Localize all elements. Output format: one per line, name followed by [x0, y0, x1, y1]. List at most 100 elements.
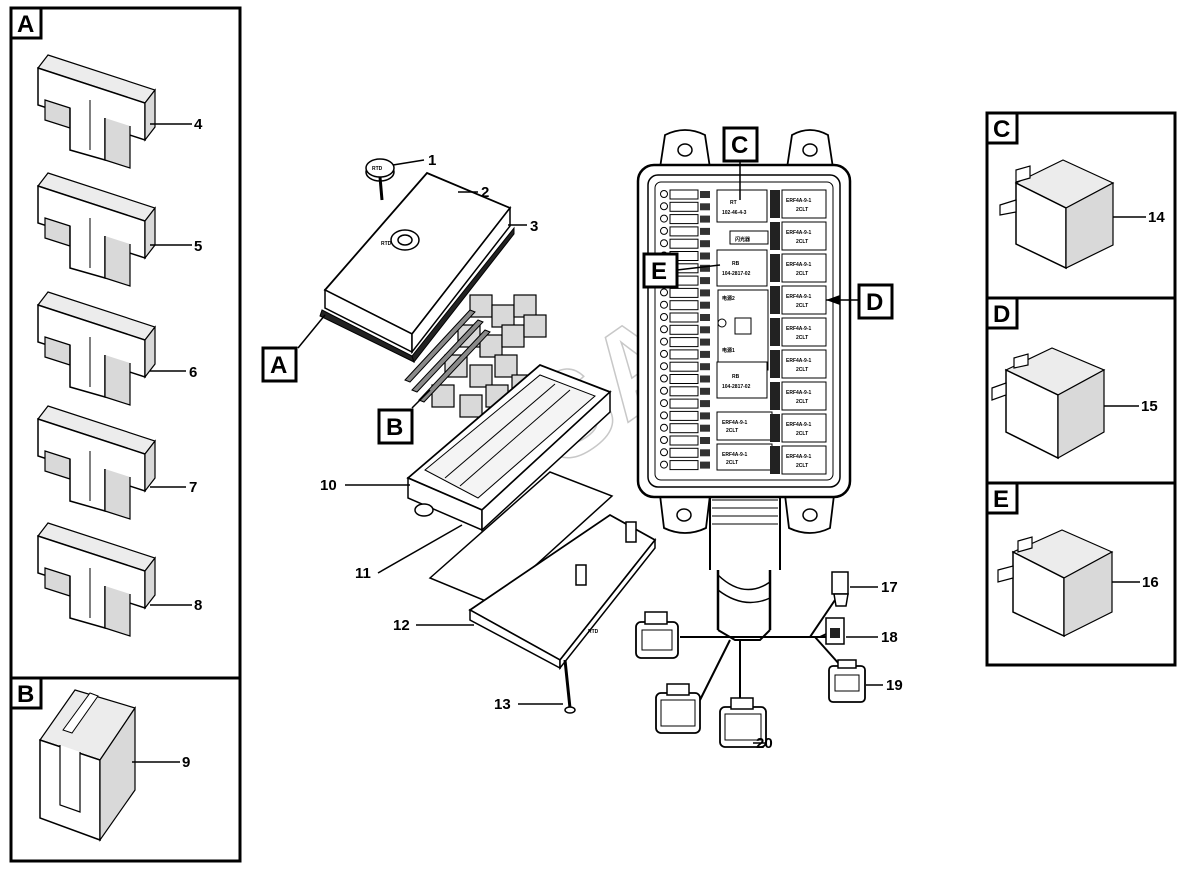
fuse-slot-tag: [700, 461, 710, 469]
fuse-slot-tag: [700, 400, 710, 408]
relay-slot-tag: [770, 382, 780, 410]
fuse-slot-terminal: [660, 337, 668, 346]
fuse-slot: [669, 386, 699, 397]
svg-text:104-2817-02: 104-2817-02: [722, 271, 751, 277]
fuse-slot-tag: [700, 449, 710, 457]
relay-slot-sublabel: 2CLT: [796, 207, 808, 213]
panel-b-tag: [9, 676, 43, 710]
cover-stamp: RTD: [381, 241, 392, 247]
fuse-slot: [669, 410, 699, 421]
fuse-slot: [669, 300, 699, 311]
fuse-slot-tag: [700, 338, 710, 346]
callout-4: 4: [194, 116, 203, 133]
fuse-slot-terminal: [660, 313, 668, 321]
svg-text:RB: RB: [732, 261, 740, 267]
panel-b-tag-label: B: [17, 681, 34, 708]
exploded-fuse-box: RTD 1 RTD 2 3 A: [261, 152, 657, 714]
relay-15: [991, 347, 1106, 460]
relay-slot-label: ERF4A-9-1: [786, 262, 812, 268]
fuse-slot: [669, 435, 699, 446]
box-e-pointer: [642, 252, 679, 289]
fuse-slot-terminal: [660, 226, 668, 235]
box-b-pointer: [377, 408, 414, 445]
callout-11: 11: [355, 565, 371, 582]
panel-b-jumper: B 9: [9, 676, 242, 863]
svg-text:RB: RB: [732, 374, 740, 380]
callout-1: 1: [428, 152, 436, 169]
panel-c-relay: C 14: [985, 111, 1177, 300]
callout-6: 6: [189, 364, 197, 381]
box-d-pointer: [857, 283, 894, 320]
box-c-pointer-label: C: [731, 132, 748, 159]
fuse-slot-terminal: [660, 239, 668, 248]
relay-slot-sublabel: 2CLT: [796, 463, 808, 469]
knob-stamp: RTD: [372, 166, 383, 172]
panel-a-fuses: A: [9, 6, 242, 680]
relay-slot-sublabel: 2CLT: [796, 335, 808, 341]
panel-a-tag-label: A: [17, 11, 34, 38]
fuse-slot-tag: [700, 350, 710, 358]
svg-text:ERF4A-9-1: ERF4A-9-1: [722, 420, 748, 426]
relays-stack: [404, 294, 547, 418]
fuse-slot-tag: [700, 437, 710, 444]
fuse-slot: [669, 189, 699, 200]
callout-9: 9: [182, 754, 190, 771]
connector-18: [825, 617, 845, 645]
panel-e-frame: [985, 481, 1177, 667]
gasket-11: [428, 471, 614, 605]
fuse-slot-tag: [700, 301, 710, 309]
callout-15: 15: [1141, 398, 1158, 415]
fuse-slot-tag: [700, 240, 710, 248]
fuse-slot-terminal: [660, 190, 668, 198]
fuse-slot: [669, 361, 699, 372]
fuse-slot-terminal: [660, 362, 668, 371]
fuse-slot-tag: [700, 191, 710, 198]
fuse-slot-terminal: [660, 423, 668, 432]
fuse-slot-tag: [700, 264, 710, 272]
fuse-slot-terminal: [660, 300, 668, 309]
svg-text:2CLT: 2CLT: [726, 460, 738, 466]
flasher-label: 闪光器: [735, 236, 751, 243]
relay-slot-label: ERF4A-9-1: [786, 294, 812, 300]
callout-20: 20: [756, 735, 773, 752]
panel-b-frame: [9, 676, 242, 863]
fuse-slot: [669, 423, 699, 434]
fuse-slot: [669, 312, 699, 323]
relay-14: [999, 159, 1115, 270]
fuse-2-label: 电源1: [722, 347, 735, 354]
fuse-slot: [669, 349, 699, 360]
base-10: [406, 363, 612, 547]
fuse-slot-terminal: [660, 386, 668, 395]
svg-text:102-46-4-3: 102-46-4-3: [722, 210, 747, 216]
connector-20: [719, 697, 767, 748]
fuse-slot: [669, 447, 699, 458]
relay-slot-tag: [770, 190, 780, 218]
fuse-slot-terminal: [660, 349, 668, 358]
relay-slot-label: ERF4A-9-1: [786, 390, 812, 396]
relay-slot-tag: [770, 222, 780, 250]
relay-slot-sublabel: 2CLT: [796, 399, 808, 405]
panel-d-tag-label: D: [993, 301, 1010, 328]
box-c-pointer: [722, 126, 759, 163]
fuse-slot: [669, 337, 699, 348]
box-b-pointer-label: B: [386, 414, 403, 441]
fuse-slot: [669, 214, 699, 225]
fuse-slot-tag: [700, 326, 710, 334]
relay-slots: RT 102-46-4-3 闪光器 RB 104-2817-02 电源2 电源1…: [716, 189, 773, 471]
fuse-slot: [669, 226, 699, 237]
callout-13: 13: [494, 696, 511, 713]
fuse-slot-tag: [700, 203, 710, 211]
relay-slot-tag: [770, 446, 780, 474]
callout-2: 2: [481, 184, 489, 201]
relay-slot-label: ERF4A-9-1: [786, 422, 812, 428]
fuse-slot-tag: [700, 387, 710, 395]
fuse-slot-tag: [700, 363, 710, 371]
svg-text:2CLT: 2CLT: [726, 428, 738, 434]
fuse-slot-terminal: [660, 448, 668, 457]
fuse-slot-tag: [700, 424, 710, 432]
fuse-slot-tag: [700, 412, 710, 420]
callout-18: 18: [881, 629, 898, 646]
relay-slot: [781, 445, 827, 475]
fuse-slot-terminal: [660, 436, 668, 444]
